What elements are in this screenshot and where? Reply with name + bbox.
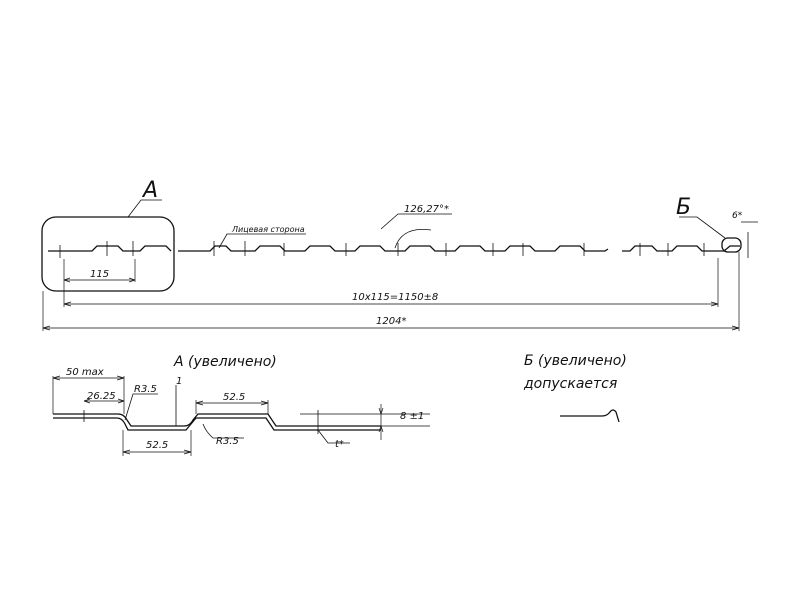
dim-26-label: 26.25 — [87, 391, 116, 402]
dim-r-bottom-label: R3.5 — [216, 436, 239, 447]
overall-width-dimension: 1204* — [42, 252, 740, 331]
dim-r-top-label: R3.5 — [134, 384, 157, 395]
angle-annotation: 126,27°* — [380, 204, 452, 249]
face-side-note: Лицевая сторона — [218, 225, 306, 249]
overall-pitch-dimension: 10х115=1150±8 — [63, 258, 719, 307]
dim-height-label: 8 ±1 — [400, 411, 424, 422]
detail-a-title: А (увеличено) — [173, 354, 277, 370]
dim-50max-label: 50 max — [66, 367, 104, 378]
detail-b-title: Б (увеличено) — [524, 353, 627, 369]
main-profile — [48, 241, 740, 258]
pitch-label: 115 — [90, 269, 109, 280]
face-side-label: Лицевая сторона — [231, 225, 305, 234]
dim-bottom-label: 52.5 — [146, 440, 168, 451]
detail-a: А (увеличено) 50 max 26.25 R3.5 1 52.5 5… — [52, 354, 430, 456]
callout-a-frame: А — [41, 178, 175, 292]
pitch-dimension: 115 — [63, 259, 136, 283]
edge-angle-label: 6* — [732, 211, 743, 221]
overall-width-label: 1204* — [376, 316, 406, 327]
callout-b-frame: Б 6* — [676, 195, 758, 258]
detail-b: Б (увеличено) допускается — [523, 353, 627, 423]
angle-label: 126,27°* — [404, 204, 449, 215]
dim-one-label: 1 — [176, 376, 182, 387]
callout-b-label: Б — [676, 195, 691, 220]
callout-a-label: А — [141, 178, 158, 203]
detail-b-note: допускается — [523, 376, 617, 392]
overall-pitch-label: 10х115=1150±8 — [352, 292, 438, 303]
dim-t-label: t* — [335, 439, 344, 450]
dim-top-label: 52.5 — [223, 392, 245, 403]
